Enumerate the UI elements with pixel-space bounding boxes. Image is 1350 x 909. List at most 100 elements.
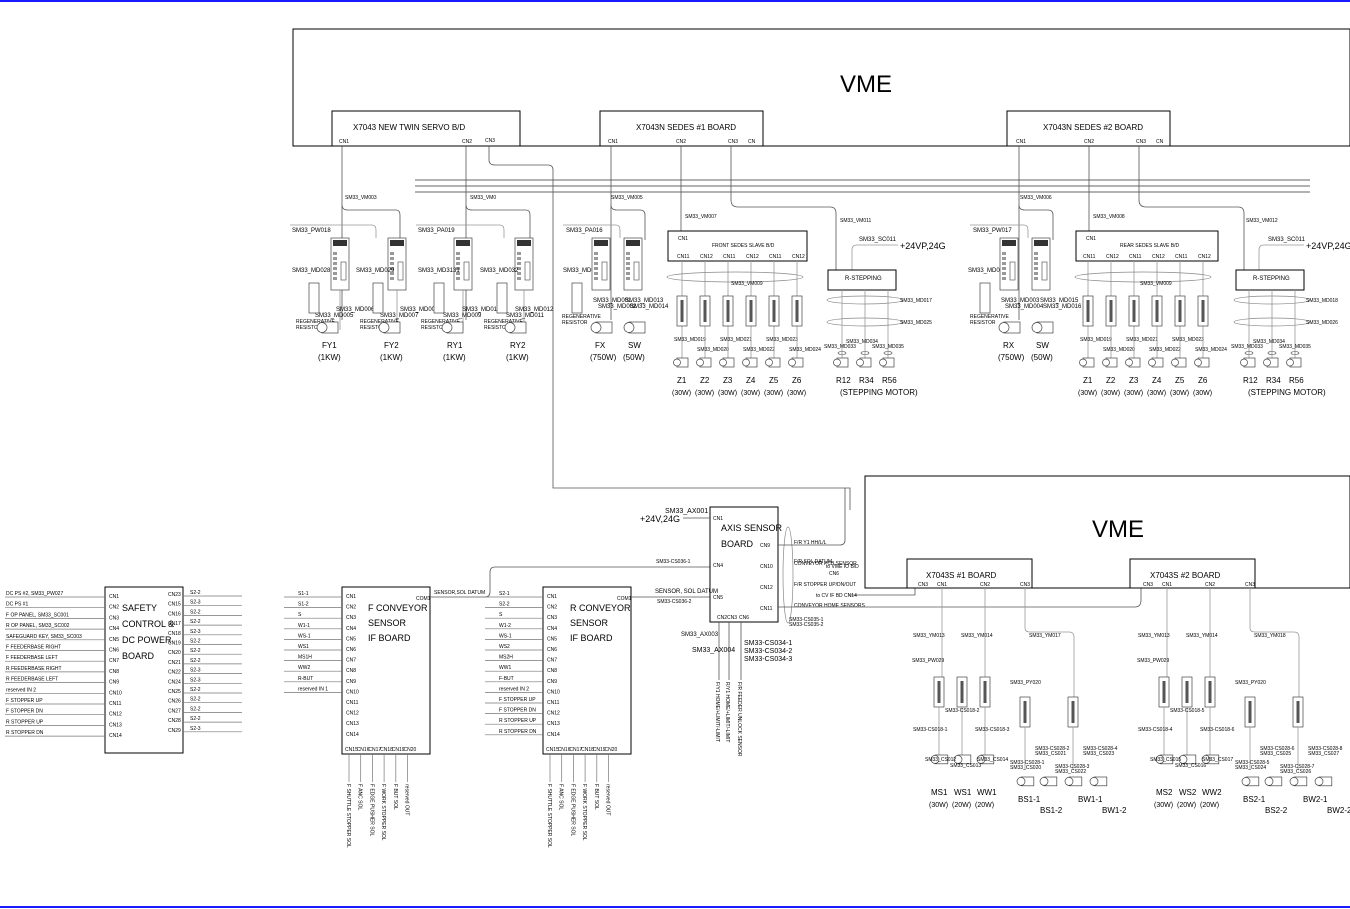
solenoid-label: BS1-2 xyxy=(1040,806,1063,815)
front-stepping-box xyxy=(827,269,897,291)
conveyor-input-cn: CN10 xyxy=(547,689,560,695)
stepping-motor-name: R34 xyxy=(1266,376,1281,385)
safety-output-label: S2-3 xyxy=(190,629,201,635)
conveyor-input-label: R STOPPER DN xyxy=(499,729,537,735)
conveyor-output-cn: CN17 xyxy=(368,747,381,753)
motor-power: (20W) xyxy=(1177,802,1196,809)
sedes2-cn3: CN3 xyxy=(1136,139,1146,145)
conveyor-output-cn: CN20 xyxy=(404,747,417,753)
conveyor-input-cn: CN2 xyxy=(547,605,557,611)
safety-input-cn: CN3 xyxy=(109,615,119,621)
conveyor-input-cn: CN1 xyxy=(547,594,557,600)
axis-right-cn: CN10 xyxy=(760,564,773,570)
ferrite xyxy=(837,351,847,355)
driver-strip xyxy=(937,681,941,703)
conveyor-input-cn: CN9 xyxy=(547,679,557,685)
driver-terminal xyxy=(333,277,337,280)
slave-cn: CN12 xyxy=(1152,254,1165,260)
driver-label: SM33_MD032 xyxy=(480,268,519,274)
driver-label: SM33_MD029 xyxy=(356,268,395,274)
board-cn: CN1 xyxy=(937,582,947,588)
cs-label: SM33-CS018-3 xyxy=(975,727,1010,733)
motor-flange xyxy=(1016,777,1026,786)
regenerative-resistor xyxy=(433,282,445,314)
cable-label: SM33_YM018 xyxy=(1254,633,1286,639)
cs-label: SM33_CS023 xyxy=(1083,751,1114,757)
r-conveyor-box xyxy=(542,586,632,755)
bundle-label: SM33-CS035-1 xyxy=(789,617,824,623)
motor-flange xyxy=(623,322,635,333)
axis-right-label: F/R STOPPER UP/DN/OUT xyxy=(794,582,856,588)
motor-flange xyxy=(976,755,986,764)
driver-display xyxy=(517,240,531,246)
motor-cable-label: SM33_MD006 xyxy=(336,307,375,313)
ferrite xyxy=(1267,351,1277,355)
rear-slave-board xyxy=(1075,230,1219,262)
driver-terminal xyxy=(333,272,337,275)
driver-connector xyxy=(601,261,608,281)
z-motor-power: (30W) xyxy=(695,390,714,397)
driver-connector xyxy=(1041,261,1048,281)
driver-terminal xyxy=(1034,267,1038,270)
driver-display xyxy=(1034,240,1048,246)
z-driver-strip xyxy=(726,300,730,322)
driver-label: SM33_MD027 xyxy=(563,268,602,274)
stepping-cable-label: SM33_MD035 xyxy=(1279,344,1311,350)
motor-flange xyxy=(1194,358,1202,367)
motor-cable-label: SM33_MD010 xyxy=(462,307,501,313)
resistor-label: RESISTOR xyxy=(562,320,588,326)
conveyor-input-label: W1-1 xyxy=(298,623,310,629)
motor-flange xyxy=(504,322,516,333)
conveyor-input-cn: CN5 xyxy=(346,636,356,642)
wire xyxy=(1024,588,1075,700)
conveyor-output-label: F BUT SOL xyxy=(593,784,599,810)
power-label: +24VP,24G xyxy=(900,241,946,251)
driver-terminal xyxy=(456,262,460,265)
resistor-label: REGENERATIVE xyxy=(970,314,1009,320)
servo-board-title: X7043 NEW TWIN SERVO B/D xyxy=(353,123,465,132)
safety-output-cn: CN20 xyxy=(168,650,181,656)
axis-cable-label: SM33-CS036-2 xyxy=(657,599,692,605)
cs-label: SM33-CS018-6 xyxy=(1200,727,1235,733)
cs-label: SM33_CS021 xyxy=(1035,751,1066,757)
safety-input-cn: CN2 xyxy=(109,605,119,611)
motor-power: (750W) xyxy=(590,353,617,362)
axis-bottom-label: R/Y1 HOME/+LIMIT/-LIMIT xyxy=(724,682,730,742)
safety-output-label: S2-2 xyxy=(190,658,201,664)
f-conveyor-board: F CONVEYOR SENSOR IF BOARD COM1 SENSOR,S… xyxy=(284,566,710,848)
motor-power: (30W) xyxy=(1154,802,1173,809)
board-cn: CN3 xyxy=(1143,582,1153,588)
safety-output-label: S2-2 xyxy=(190,697,201,703)
motor-name: SW xyxy=(628,341,641,350)
cable-label: SM33_VM005 xyxy=(611,195,643,201)
conveyor-output-cn: CN15 xyxy=(546,747,559,753)
axis-cn: CN1 xyxy=(713,516,723,522)
conveyor-input-label: reserved IN 1 xyxy=(298,686,328,692)
motor-flange xyxy=(1314,777,1324,786)
conveyor-input-cn: CN6 xyxy=(547,647,557,653)
servo-cn2: CN2 xyxy=(462,139,472,145)
cs-label: SM33-CS028-6 xyxy=(1260,746,1295,752)
servo-cn3: CN3 xyxy=(485,138,495,144)
axis-bottom-label: F/Y1 HOME/+LIMIT/-LIMIT xyxy=(714,682,720,742)
motor-cable-label: SM33_MD016 xyxy=(1043,304,1082,310)
axis-sensor-board: AXIS SENSOR BOARD SM33_AX001 +24V,24G CN… xyxy=(640,488,1142,757)
resistor-label: RESISTOR xyxy=(421,325,447,331)
r-conveyor-title: IF BOARD xyxy=(570,633,613,643)
conveyor-input-cn: CN3 xyxy=(346,615,356,621)
stepping-cable-label: SM33_MD033 xyxy=(824,344,856,350)
cable-label: SM33_VM007 xyxy=(685,214,717,220)
safety-output-cn: CN16 xyxy=(168,611,181,617)
z-motor-name: Z3 xyxy=(723,376,733,385)
cable-label: SM33_YM014 xyxy=(961,633,993,639)
conveyor-input-cn: CN14 xyxy=(547,732,560,738)
motor-cable-label: SM33_MD004 xyxy=(1005,304,1044,310)
motor-flange xyxy=(1240,358,1248,367)
f-conveyor-title: SENSOR xyxy=(368,618,407,628)
driver-display xyxy=(390,240,404,246)
conveyor-input-label: S1-1 xyxy=(298,591,309,597)
stepping-caption: (STEPPING MOTOR) xyxy=(1248,388,1326,397)
motor-flange xyxy=(953,755,963,764)
slave-cn: CN11 xyxy=(1129,254,1142,260)
safety-title: DC POWER xyxy=(122,635,172,645)
